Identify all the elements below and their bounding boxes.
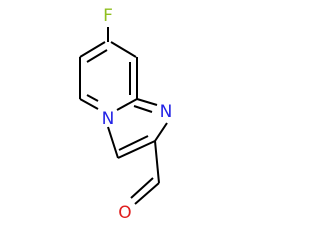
atom-label-bridge-nitrogen: N (102, 109, 115, 129)
bond-c7-c6 (79, 41, 106, 58)
bond-cho-o (134, 182, 160, 205)
bond-c7-c6-inner (86, 49, 108, 63)
bond-cho-o-double (130, 177, 154, 199)
structure-diagram: F N N O (79, 6, 173, 223)
bond-c5-n4 (79, 98, 99, 110)
bond-c5-n4-inner (86, 94, 99, 102)
bond-c2-c3 (117, 140, 156, 159)
bond-c7-c8 (110, 41, 137, 58)
bond-c8a-n1-inner (133, 105, 153, 113)
atom-label-fluorine: F (103, 6, 113, 26)
bond-c2-cho (154, 140, 160, 184)
bond-n4-c8a (116, 98, 138, 111)
bond-c3-n4 (107, 126, 119, 159)
bond-n1-c2 (154, 122, 168, 142)
atom-label-imidazole-nitrogen: N (160, 102, 173, 122)
bond-c8a-n1 (136, 98, 158, 106)
bond-c2-c3-inner (118, 135, 149, 151)
atom-label-aldehyde-oxygen: O (118, 203, 131, 223)
